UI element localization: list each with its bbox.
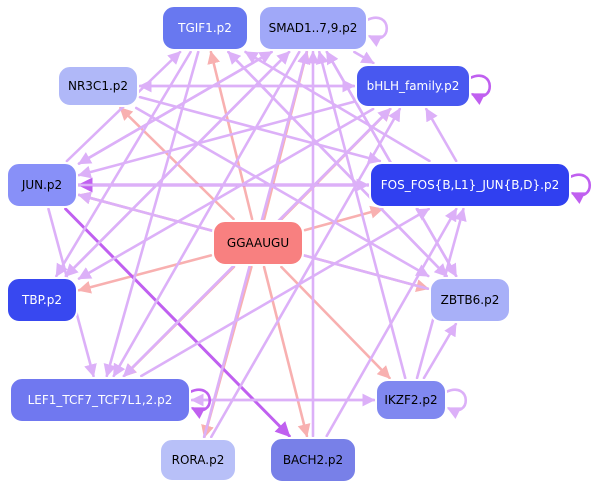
edge-center-to-fos <box>303 205 384 232</box>
self-loop-ikzf2 <box>445 388 468 420</box>
node-box-smad[interactable] <box>258 5 368 51</box>
node-zbtb6[interactable]: ZBTB6.p2 <box>429 277 511 323</box>
edge-tgif1-to-tbp <box>55 50 192 278</box>
edge-lef1-to-fos <box>140 207 430 378</box>
edges-layer <box>47 50 467 439</box>
self-loop-smad <box>366 16 389 48</box>
node-bhlh[interactable]: bHLH_family.p2 <box>355 64 471 108</box>
node-box-nr3c1[interactable] <box>57 65 139 107</box>
node-box-bhlh[interactable] <box>355 64 471 108</box>
node-label-jun: JUN.p2 <box>21 178 62 192</box>
node-box-bach2[interactable] <box>269 437 357 483</box>
node-tgif1[interactable]: TGIF1.p2 <box>161 5 249 51</box>
node-box-ikzf2[interactable] <box>375 379 447 421</box>
edge-bhlh-to-tbp <box>77 107 375 280</box>
node-label-fos: FOS_FOS{B,L1}_JUN{B,D}.p2 <box>381 178 560 192</box>
node-jun[interactable]: JUN.p2 <box>6 162 78 208</box>
node-box-fos[interactable] <box>369 162 571 208</box>
edge-fos-to-tgif1 <box>244 50 431 163</box>
edge-center-to-ikzf2 <box>280 265 391 380</box>
edge-jun-to-smad <box>77 50 273 165</box>
self-loop-bhlh <box>469 74 492 106</box>
self-loop-fos <box>569 173 592 205</box>
node-box-rora[interactable] <box>159 438 237 482</box>
node-lef1[interactable]: LEF1_TCF7_TCF7L1,2.p2 <box>9 377 191 423</box>
node-tbp[interactable]: TBP.p2 <box>6 277 78 323</box>
node-center[interactable]: GGAAUGU <box>212 220 304 266</box>
node-box-tgif1[interactable] <box>161 5 249 51</box>
node-label-zbtb6: ZBTB6.p2 <box>441 293 500 307</box>
node-label-rora: RORA.p2 <box>172 453 225 467</box>
edge-smad-to-bhlh <box>353 50 375 65</box>
node-rora[interactable]: RORA.p2 <box>159 438 237 482</box>
node-ikzf2[interactable]: IKZF2.p2 <box>375 379 447 421</box>
node-label-tgif1: TGIF1.p2 <box>177 21 232 35</box>
node-fos[interactable]: FOS_FOS{B,L1}_JUN{B,D}.p2 <box>369 162 571 208</box>
edge-nr3c1-to-fos <box>138 95 382 165</box>
node-box-center[interactable] <box>212 220 304 266</box>
node-label-smad: SMAD1..7,9.p2 <box>269 21 358 35</box>
edge-ikzf2-to-zbtb6 <box>422 322 458 380</box>
edge-fos-to-bhlh <box>424 107 458 163</box>
self-loop-lef1 <box>189 388 212 420</box>
node-box-jun[interactable] <box>6 162 78 208</box>
node-bach2[interactable]: BACH2.p2 <box>269 437 357 483</box>
node-box-tbp[interactable] <box>6 277 78 323</box>
edge-bach2-to-fos <box>325 207 458 438</box>
node-box-zbtb6[interactable] <box>429 277 511 323</box>
node-box-lef1[interactable] <box>9 377 191 423</box>
node-smad[interactable]: SMAD1..7,9.p2 <box>258 5 368 51</box>
edge-smad-to-lef1 <box>112 50 301 378</box>
node-nr3c1[interactable]: NR3C1.p2 <box>57 65 139 107</box>
node-label-lef1: LEF1_TCF7_TCF7L1,2.p2 <box>28 393 173 407</box>
edge-center-to-tbp <box>77 254 213 294</box>
edge-tbp-to-smad <box>64 50 291 278</box>
node-label-nr3c1: NR3C1.p2 <box>68 79 128 93</box>
node-label-bach2: BACH2.p2 <box>283 453 343 467</box>
node-label-bhlh: bHLH_family.p2 <box>367 79 460 93</box>
edge-tgif1-to-zbtb6 <box>227 50 448 278</box>
edge-nr3c1-to-zbtb6 <box>134 106 430 278</box>
edge-center-to-bach2 <box>262 265 311 438</box>
node-label-ikzf2: IKZF2.p2 <box>384 393 437 407</box>
node-label-tbp: TBP.p2 <box>21 293 62 307</box>
self-loops-layer <box>189 16 592 420</box>
edge-rora-to-bhlh <box>209 107 402 439</box>
node-label-center: GGAAUGU <box>227 236 289 250</box>
